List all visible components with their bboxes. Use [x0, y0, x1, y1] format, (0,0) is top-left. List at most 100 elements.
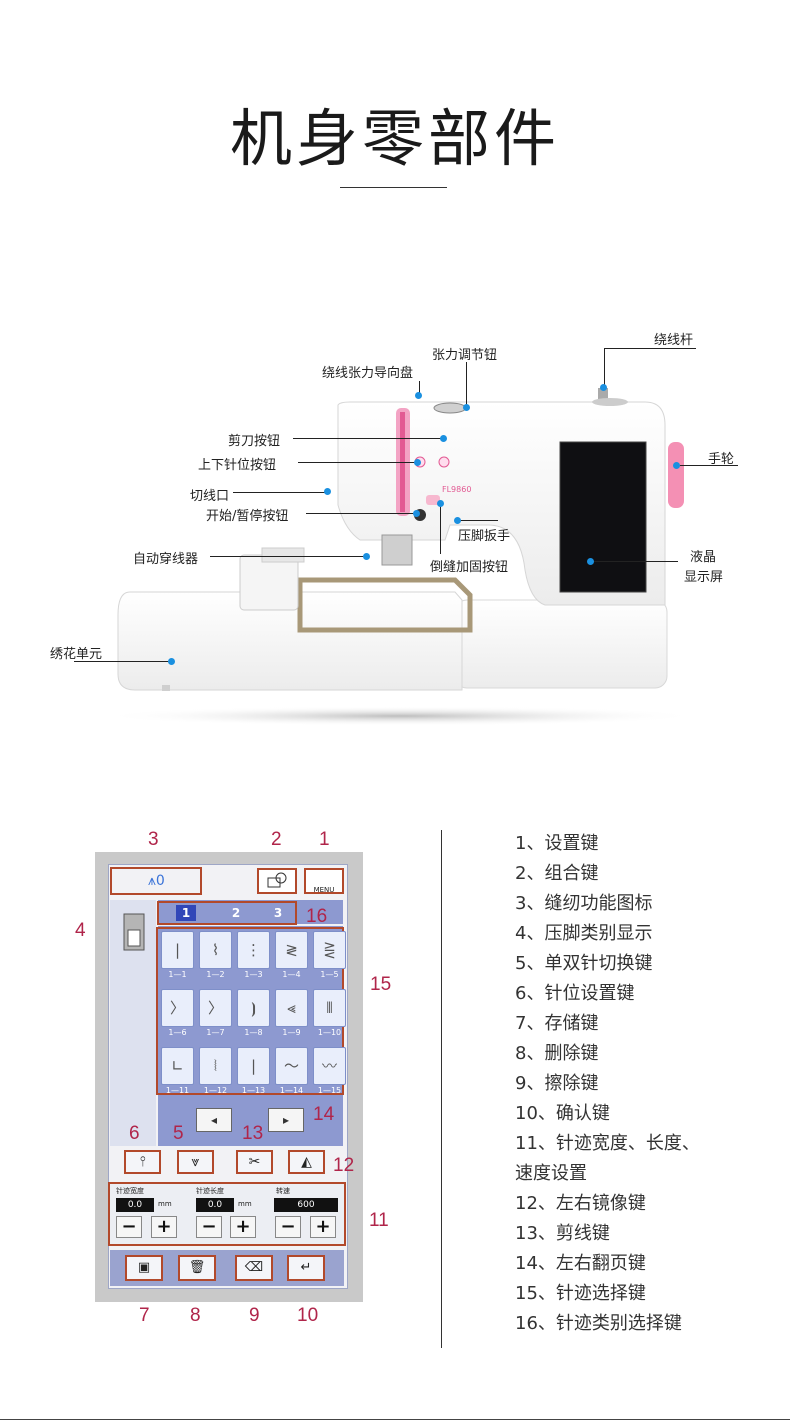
delete-button[interactable]: 🗑: [178, 1255, 216, 1281]
combine-icon: [259, 870, 295, 892]
leader-line: [604, 348, 696, 349]
enter-icon: ↵: [301, 1260, 312, 1275]
leader-line: [458, 520, 498, 521]
stitch-pattern-icon: |: [175, 941, 180, 959]
stitch-label: 1—14: [275, 1086, 308, 1095]
speed-minus-button[interactable]: −: [275, 1216, 301, 1238]
settings-button[interactable]: MENU: [304, 868, 344, 894]
legend-item: 10、确认键: [515, 1099, 610, 1125]
legend-item: 13、剪线键: [515, 1219, 610, 1245]
callout-lcd-line2: 显示屏: [684, 566, 723, 585]
prev-page-icon: ◂: [211, 1113, 217, 1127]
needle-position-icon: ⫯: [139, 1154, 145, 1170]
stitch-key[interactable]: ⦚: [199, 1047, 232, 1085]
needle-position-button[interactable]: ⫯: [124, 1150, 161, 1174]
category-tab-3[interactable]: 3: [268, 905, 288, 921]
vertical-divider: [441, 830, 442, 1348]
eraser-icon: ⌫: [245, 1260, 263, 1275]
stitch-label: 1—5: [313, 970, 346, 979]
stitch-label: 1—2: [199, 970, 232, 979]
legend-item: 14、左右翻页键: [515, 1249, 646, 1275]
title-underline: [340, 187, 447, 188]
legend-item: 9、擦除键: [515, 1069, 598, 1095]
bottom-rule: [0, 1419, 790, 1420]
legend-item: 8、删除键: [515, 1039, 598, 1065]
width-label: 针迹宽度: [116, 1186, 144, 1196]
length-label: 针迹长度: [196, 1186, 224, 1196]
stitch-pattern-icon: 〰: [322, 1057, 337, 1075]
leader-line: [604, 348, 605, 386]
stitch-key[interactable]: ⫴: [313, 989, 346, 1027]
stitch-key[interactable]: 〉: [199, 989, 232, 1027]
thread-cut-button[interactable]: ✂: [236, 1150, 273, 1174]
confirm-button[interactable]: ↵: [287, 1255, 325, 1281]
model-label: FL9860: [442, 485, 471, 494]
page-title: 机身零部件: [0, 88, 790, 178]
stitch-key[interactable]: |: [237, 1047, 270, 1085]
leader-line: [233, 492, 325, 493]
panel-number-15: 15: [370, 974, 391, 996]
stitch-label: 1—15: [313, 1086, 346, 1095]
leader-line: [440, 504, 441, 554]
single-double-needle-button[interactable]: ⩔: [177, 1150, 214, 1174]
leader-line: [293, 438, 441, 439]
scissors-icon: ✂: [249, 1154, 261, 1170]
stitch-key[interactable]: 〰: [313, 1047, 346, 1085]
legend-item: 2、组合键: [515, 859, 598, 885]
category-tab-2[interactable]: 2: [226, 905, 246, 921]
panel-number-16: 16: [306, 906, 327, 928]
speed-value: 600: [274, 1198, 338, 1212]
stitch-key[interactable]: ∟: [161, 1047, 194, 1085]
width-minus-button[interactable]: −: [116, 1216, 142, 1238]
stitch-label: 1—11: [161, 1086, 194, 1095]
callout-start-stop: 开始/暂停按钮: [206, 505, 288, 524]
stitch-key[interactable]: |: [161, 931, 194, 969]
menu-label: MENU: [314, 886, 335, 894]
page-right-button[interactable]: ▸: [268, 1108, 304, 1132]
next-page-icon: ▸: [283, 1113, 289, 1127]
panel-number-14: 14: [313, 1104, 334, 1126]
length-plus-button[interactable]: +: [230, 1216, 256, 1238]
stitch-key[interactable]: ≷: [275, 931, 308, 969]
length-minus-button[interactable]: −: [196, 1216, 222, 1238]
stitch-key[interactable]: 〜: [275, 1047, 308, 1085]
stitch-pattern-icon: ⪡: [287, 999, 295, 1017]
length-value: 0.0: [196, 1198, 234, 1212]
panel-number-11: 11: [369, 1210, 389, 1232]
stitch-key[interactable]: ⌇: [199, 931, 232, 969]
callout-thread-cutter: 切线口: [190, 485, 229, 504]
panel-number-7: 7: [139, 1305, 150, 1327]
stitch-label: 1—13: [237, 1086, 270, 1095]
stitch-key[interactable]: ⪡: [275, 989, 308, 1027]
stitch-key[interactable]: ⋮: [237, 931, 270, 969]
stitch-key[interactable]: ⋛: [313, 931, 346, 969]
panel-number-10: 10: [297, 1305, 318, 1327]
panel-number-12: 12: [333, 1155, 354, 1177]
erase-button[interactable]: ⌫: [235, 1255, 273, 1281]
legend-item: 12、左右镜像键: [515, 1189, 646, 1215]
width-plus-button[interactable]: +: [151, 1216, 177, 1238]
category-tab-1[interactable]: 1: [176, 905, 196, 921]
panel-number-9: 9: [249, 1305, 260, 1327]
leader-line: [74, 661, 172, 662]
speed-plus-button[interactable]: +: [310, 1216, 336, 1238]
leader-line: [210, 556, 365, 557]
leader-line: [592, 561, 678, 562]
stitch-label: 1—3: [237, 970, 270, 979]
legend-item: 16、针迹类别选择键: [515, 1309, 682, 1335]
legend-item: 15、针迹选择键: [515, 1279, 646, 1305]
mirror-button[interactable]: ◭: [288, 1150, 325, 1174]
leader-line: [680, 465, 738, 466]
double-needle-icon: ⩔: [192, 1154, 200, 1170]
save-button[interactable]: ▣: [125, 1255, 163, 1281]
stitch-key[interactable]: ⦘: [237, 989, 270, 1027]
marker-dot: [463, 404, 470, 411]
combine-button[interactable]: [257, 868, 297, 894]
stitch-key[interactable]: 〉: [161, 989, 194, 1027]
marker-dot: [414, 459, 421, 466]
page-left-button[interactable]: ◂: [196, 1108, 232, 1132]
legend-item: 4、压脚类别显示: [515, 919, 652, 945]
leader-line: [306, 513, 414, 514]
leader-line: [298, 462, 416, 463]
legend-item: 7、存储键: [515, 1009, 598, 1035]
